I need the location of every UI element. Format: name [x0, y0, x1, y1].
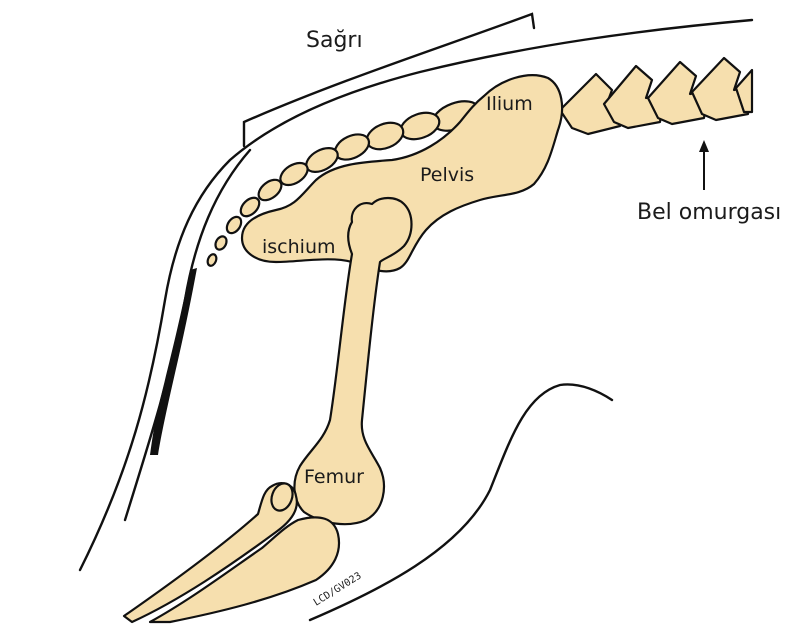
label-ischium: ischium	[262, 238, 336, 257]
label-pelvis: Pelvis	[420, 166, 474, 185]
label-bel-omurgasi: Bel omurgası	[637, 202, 781, 224]
label-femur: Femur	[304, 468, 364, 487]
lumbar-vertebrae	[560, 58, 752, 134]
tail-skin-line	[125, 150, 250, 520]
label-sagri: Sağrı	[306, 30, 363, 52]
bel-omurgasi-arrowhead	[699, 140, 709, 152]
label-ilium: Ilium	[486, 95, 533, 114]
tail-root	[150, 268, 197, 455]
